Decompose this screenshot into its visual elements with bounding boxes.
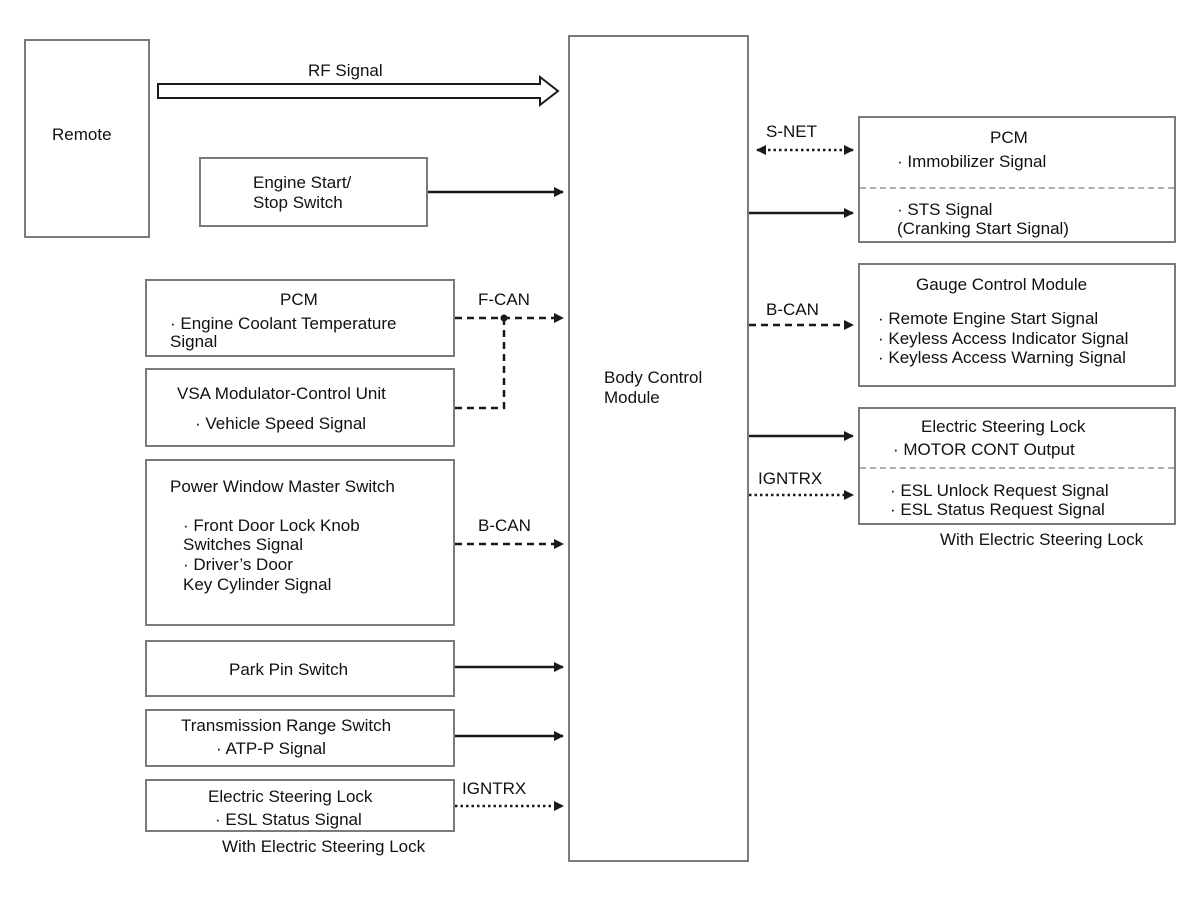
esl-left-box: Electric Steering Lock · ESL Status Sign… <box>145 779 455 832</box>
vsa-fcan-wire <box>455 318 506 410</box>
pcm-right-signal-3: (Cranking Start Signal) <box>897 219 1069 238</box>
remote-box: Remote <box>24 39 150 238</box>
gcm-title: Gauge Control Module <box>916 275 1088 294</box>
esl-right-signal-2: · ESL Unlock Request Signal <box>890 481 1109 500</box>
pw-signal-2: Switches Signal <box>183 535 304 554</box>
bcm-label-1: Body Control <box>604 368 703 387</box>
bcan-left-label: B-CAN <box>478 516 531 535</box>
igntrx-left-label: IGNTRX <box>462 779 527 798</box>
gauge-control-module-box: Gauge Control Module · Remote Engine Sta… <box>858 263 1176 387</box>
esl-right-box: Electric Steering Lock · MOTOR CONT Outp… <box>858 407 1176 525</box>
gcm-signal-1: · Remote Engine Start Signal <box>878 309 1099 328</box>
esl-right-divider <box>860 467 1174 469</box>
pcm-right-signal-2: · STS Signal <box>897 200 993 219</box>
trs-title: Transmission Range Switch <box>181 716 392 735</box>
esl-left-signal: · ESL Status Signal <box>215 810 362 829</box>
pw-signal-1: · Front Door Lock Knob <box>183 516 360 535</box>
remote-label: Remote <box>52 125 112 144</box>
fcan-label: F-CAN <box>478 290 530 309</box>
rf-signal-label: RF Signal <box>308 61 383 80</box>
vsa-title: VSA Modulator-Control Unit <box>177 384 386 403</box>
pcm-left-box: PCM · Engine Coolant Temperature Signal <box>145 279 455 357</box>
fcan-junction-dot <box>500 314 508 322</box>
pcm-left-title: PCM <box>280 290 318 309</box>
esl-right-signal-3: · ESL Status Request Signal <box>890 500 1105 519</box>
engine-switch-label-2: Stop Switch <box>253 193 343 212</box>
engine-start-stop-switch-box: Engine Start/ Stop Switch <box>199 157 428 227</box>
esl-right-title: Electric Steering Lock <box>921 417 1086 436</box>
pw-signal-4: Key Cylinder Signal <box>183 575 332 594</box>
trs-signal: · ATP-P Signal <box>216 739 326 758</box>
bcan-right-label: B-CAN <box>766 300 819 319</box>
vsa-modulator-box: VSA Modulator-Control Unit · Vehicle Spe… <box>145 368 455 447</box>
pw-signal-3: · Driver’s Door <box>183 555 293 574</box>
igntrx-right-label: IGNTRX <box>758 469 823 488</box>
body-control-module-box: Body Control Module <box>568 35 749 862</box>
park-pin-label: Park Pin Switch <box>229 660 349 679</box>
pw-title: Power Window Master Switch <box>170 477 395 496</box>
esl-right-signal-1: · MOTOR CONT Output <box>893 440 1075 459</box>
pcm-right-signal-1: · Immobilizer Signal <box>897 152 1047 171</box>
power-window-master-switch-box: Power Window Master Switch · Front Door … <box>145 459 455 626</box>
transmission-range-switch-box: Transmission Range Switch · ATP-P Signal <box>145 709 455 767</box>
bcm-label-2: Module <box>604 388 660 407</box>
gcm-signal-2: · Keyless Access Indicator Signal <box>878 329 1129 348</box>
gcm-signal-3: · Keyless Access Warning Signal <box>878 348 1126 367</box>
snet-label: S-NET <box>766 122 817 141</box>
engine-switch-label-1: Engine Start/ <box>253 173 352 192</box>
park-pin-switch-box: Park Pin Switch <box>145 640 455 697</box>
rf-signal-arrow <box>157 74 560 108</box>
pcm-left-signal-2: Signal <box>170 332 218 351</box>
pcm-right-box: PCM · Immobilizer Signal · STS Signal (C… <box>858 116 1176 243</box>
pcm-right-title: PCM <box>990 128 1028 147</box>
esl-left-title: Electric Steering Lock <box>208 787 373 806</box>
esl-left-note: With Electric Steering Lock <box>222 837 426 856</box>
esl-right-note: With Electric Steering Lock <box>940 530 1144 549</box>
vsa-signal: · Vehicle Speed Signal <box>195 414 367 433</box>
pcm-right-divider <box>860 187 1174 189</box>
pcm-left-signal-1: · Engine Coolant Temperature <box>170 314 397 333</box>
